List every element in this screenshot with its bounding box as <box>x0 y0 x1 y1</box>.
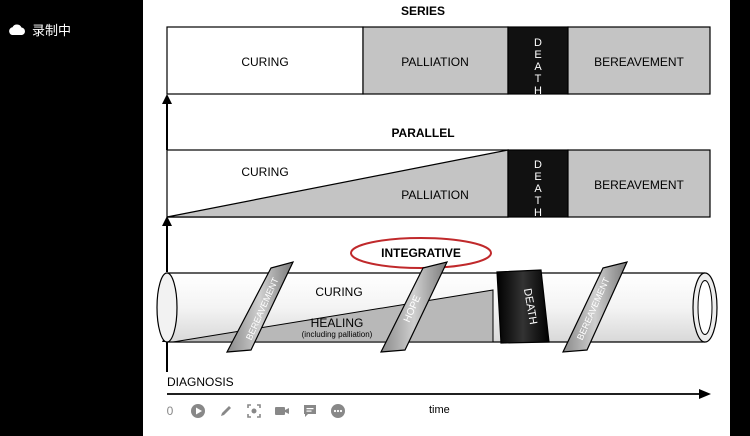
ribbon-death: DEATH <box>496 269 550 344</box>
recording-indicator: 录制中 <box>8 20 71 39</box>
comment-button[interactable] <box>301 402 319 420</box>
parallel-curing-label: CURING <box>241 165 288 179</box>
integrative-healing-label: HEALING <box>311 316 364 330</box>
counter-value: 0 <box>166 404 174 418</box>
integrative-title: INTEGRATIVE <box>381 246 461 260</box>
integrative-curing-label: CURING <box>315 285 362 299</box>
more-button[interactable] <box>329 402 347 420</box>
counter-button[interactable]: 0 <box>161 402 179 420</box>
series-curing-label: CURING <box>241 55 288 69</box>
camera-button[interactable] <box>273 402 291 420</box>
screenshot-button[interactable] <box>245 402 263 420</box>
comment-icon <box>304 405 316 417</box>
parallel-title: PARALLEL <box>391 126 454 140</box>
parallel-bereavement-label: BEREAVEMENT <box>594 178 684 192</box>
integrative-healing-note: (including palliation) <box>302 330 373 339</box>
play-icon <box>191 404 205 418</box>
series-title: SERIES <box>401 4 445 18</box>
series-bereavement-label: BEREAVEMENT <box>594 55 684 69</box>
recording-toolbar: 0 <box>161 402 347 420</box>
video-camera-icon <box>275 407 289 415</box>
diagnosis-label: DIAGNOSIS <box>167 375 234 389</box>
parallel-bereavement-box <box>567 149 711 218</box>
screenshot-icon <box>247 404 261 418</box>
series-palliation-label: PALLIATION <box>401 55 469 69</box>
more-icon <box>331 404 345 418</box>
series-curing-box <box>166 26 364 95</box>
series-bereavement-box <box>567 26 711 95</box>
parallel-palliation-label: PALLIATION <box>401 188 469 202</box>
integrative-highlight-ellipse <box>350 237 492 269</box>
pen-icon <box>221 406 231 416</box>
integrative-model: INTEGRATIVE CURING HEALING (including pa… <box>156 237 718 353</box>
time-axis: DIAGNOSIS time <box>167 375 711 416</box>
play-button[interactable] <box>189 402 207 420</box>
pen-button[interactable] <box>217 402 235 420</box>
recording-label: 录制中 <box>32 23 72 38</box>
time-label: time <box>429 404 450 416</box>
ribbon-hope: HOPE <box>379 261 449 353</box>
cloud-icon <box>9 24 25 35</box>
